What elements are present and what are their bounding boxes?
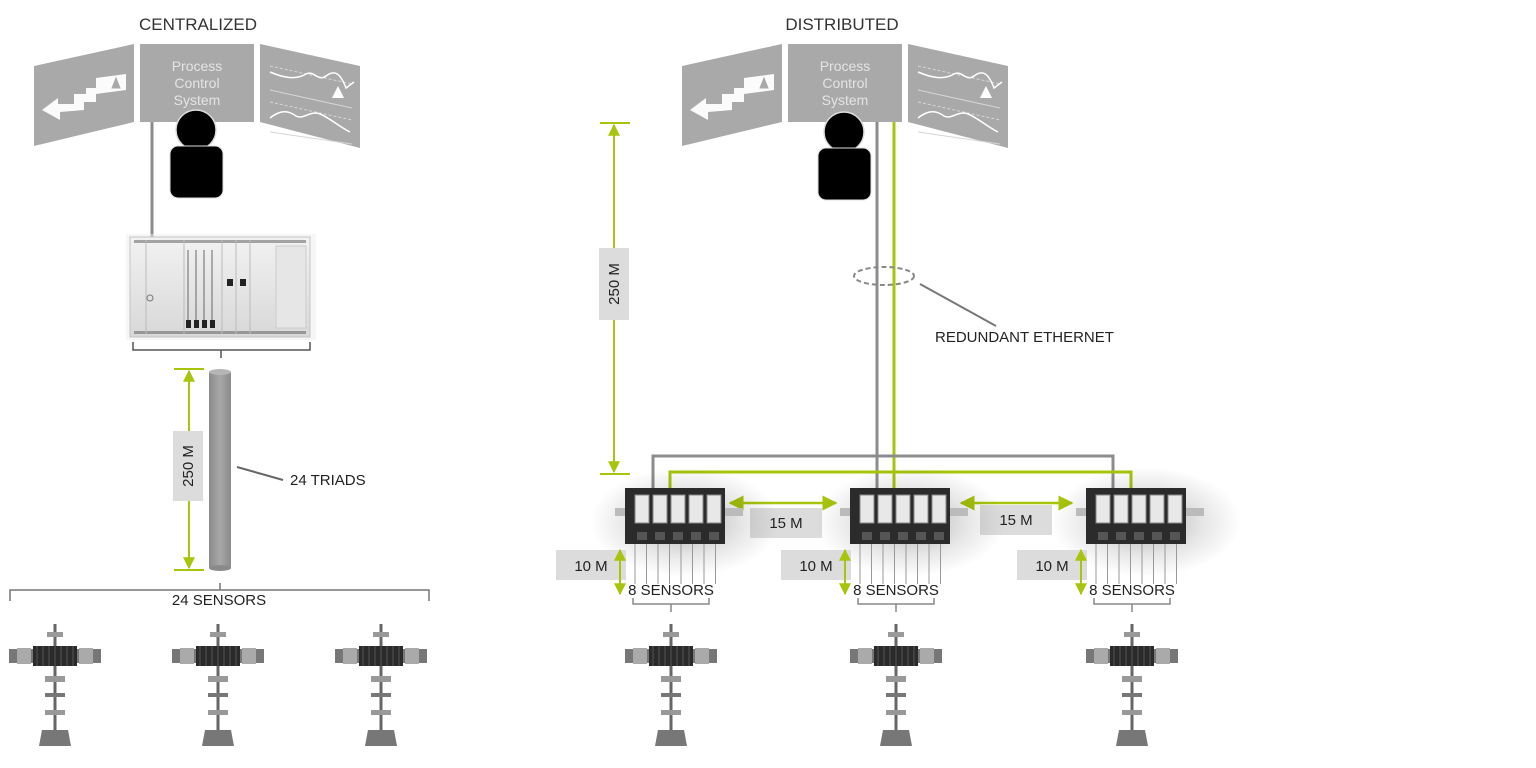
- field-sensor-icon: [625, 624, 717, 746]
- drop-distance-label: 10 M: [574, 558, 607, 575]
- cable-bundle-icon: [209, 369, 231, 571]
- pcs-label-line-1: Process: [172, 58, 223, 74]
- spacing-label: 15 M: [999, 512, 1032, 529]
- sensors-bracket: [9, 583, 430, 601]
- field-sensor-icon: [850, 624, 942, 746]
- drop-distance-dimension: 10 M: [1017, 548, 1087, 596]
- redundancy-ellipse: [853, 266, 915, 286]
- field-sensor-icon: [1086, 624, 1178, 746]
- centralized-title: CENTRALIZED: [139, 15, 257, 34]
- triads-leader-line: [236, 466, 284, 481]
- field-sensor-icon: [9, 624, 101, 746]
- centralized-sensors-label: 24 SENSORS: [172, 592, 266, 609]
- distributed-title: DISTRIBUTED: [785, 15, 898, 34]
- centralized-sensors: [9, 624, 427, 746]
- operator-workstation: Process Control System: [681, 43, 1009, 201]
- io-node: 10 M 8 SENSORS: [1017, 467, 1241, 612]
- io-node: 10 M 8 SENSORS: [556, 467, 780, 612]
- node-sensors-label: 8 SENSORS: [1089, 582, 1175, 599]
- node-sensors-label: 8 SENSORS: [628, 582, 714, 599]
- remote-io-module-icon: [1086, 488, 1186, 544]
- ethernet-leader-line: [919, 283, 997, 327]
- operator-icon: [169, 109, 224, 199]
- control-rack-icon: [126, 234, 316, 340]
- node-sensors-bracket: [857, 598, 935, 612]
- drop-distance-label: 10 M: [799, 558, 832, 575]
- redundant-ethernet: REDUNDANT ETHERNET: [651, 122, 1133, 490]
- operator-workstation: Process Control System: [33, 43, 361, 199]
- field-sensor-icon: [335, 624, 427, 746]
- centralized-distance-dimension: 250 M: [173, 368, 204, 571]
- remote-io-module-icon: [625, 488, 725, 544]
- pcs-label-line-1: Process: [820, 58, 871, 74]
- triads-label: 24 TRIADS: [290, 472, 366, 489]
- remote-io-module-icon: [850, 488, 950, 544]
- distributed-distance-dimension: 250 M: [599, 122, 630, 475]
- pcs-label-line-2: Control: [822, 75, 867, 91]
- distributed-distance-label: 250 M: [606, 263, 623, 305]
- redundant-ethernet-label: REDUNDANT ETHERNET: [935, 329, 1114, 346]
- node-sensors-bracket: [1093, 598, 1171, 612]
- node-sensors-bracket: [632, 598, 710, 612]
- pcs-label-line-2: Control: [174, 75, 219, 91]
- centralized-section: CENTRALIZED Process Control System: [9, 15, 430, 746]
- operator-icon: [817, 111, 872, 201]
- centralized-distance-label: 250 M: [180, 445, 197, 487]
- drop-distance-dimension: 10 M: [556, 548, 626, 596]
- field-sensor-icon: [172, 624, 264, 746]
- pcs-label-line-3: System: [174, 92, 221, 108]
- distributed-io-nodes: 10 M 8 SENSORS 10 M 8 SENSORS 10 M 8 SENSORS: [556, 467, 1241, 612]
- node-sensors-label: 8 SENSORS: [853, 582, 939, 599]
- drop-distance-label: 10 M: [1035, 558, 1068, 575]
- rack-bracket: [132, 342, 311, 358]
- pcs-label-line-3: System: [822, 92, 869, 108]
- distributed-sensors: [625, 624, 1178, 746]
- distributed-section: DISTRIBUTED Process Control System REDUN…: [556, 15, 1241, 746]
- drop-distance-dimension: 10 M: [781, 548, 851, 596]
- io-node: 10 M 8 SENSORS: [781, 467, 1005, 612]
